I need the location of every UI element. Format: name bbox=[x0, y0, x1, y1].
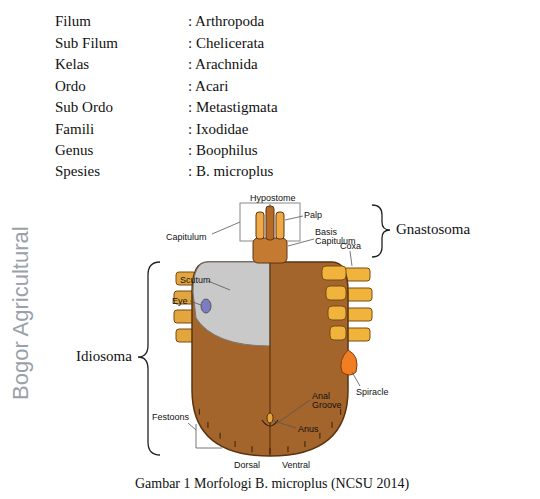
part-label: Festoons bbox=[152, 412, 189, 422]
taxon-rank: Sub Ordo bbox=[55, 99, 113, 116]
taxon-name: : Metastigmata bbox=[188, 99, 278, 116]
part-label: Hypostome bbox=[250, 193, 296, 203]
watermark: Bogor Agricultural bbox=[8, 226, 34, 400]
scutum-plate bbox=[193, 262, 270, 346]
taxon-rank: Spesies bbox=[55, 163, 100, 180]
taxon-rank: Famili bbox=[55, 121, 94, 138]
region-label: Gnastosoma bbox=[396, 221, 470, 238]
festoon-marks bbox=[199, 409, 340, 454]
view-label: Dorsal bbox=[234, 460, 260, 470]
taxon-name: : Acari bbox=[188, 78, 228, 95]
figure-caption: Gambar 1 Morfologi B. microplus (NCSU 20… bbox=[135, 476, 409, 492]
taxon-name: : Arachnida bbox=[188, 56, 258, 73]
part-label: Scutum bbox=[180, 275, 211, 285]
taxon-rank: Kelas bbox=[55, 56, 89, 73]
region-label: Idiosoma bbox=[76, 348, 132, 365]
brace-idiosoma bbox=[138, 262, 160, 455]
taxon-rank: Filum bbox=[55, 13, 91, 30]
taxon-name: : Boophilus bbox=[188, 142, 258, 159]
part-label: Eye bbox=[172, 296, 188, 306]
idiosoma-body bbox=[192, 262, 348, 456]
spiracle-plate bbox=[341, 350, 357, 375]
hypostome bbox=[266, 206, 274, 240]
taxon-name: : Chelicerata bbox=[188, 35, 264, 52]
brace-gnathosoma bbox=[372, 205, 390, 257]
capitulum-frame bbox=[240, 203, 300, 241]
coxa-plates bbox=[322, 266, 346, 340]
taxon-rank: Ordo bbox=[55, 78, 86, 95]
taxon-rank: Genus bbox=[55, 142, 93, 159]
palps bbox=[256, 212, 284, 239]
part-label: Capitulum bbox=[166, 232, 207, 242]
taxon-name: : Arthropoda bbox=[188, 13, 264, 30]
part-label: Palp bbox=[304, 210, 322, 220]
view-label: Ventral bbox=[282, 460, 310, 470]
taxon-name: : Ixodidae bbox=[188, 121, 248, 138]
eye-spot bbox=[201, 299, 211, 313]
anus-mark bbox=[267, 413, 273, 423]
part-label: Spiracle bbox=[356, 387, 389, 397]
midline bbox=[269, 262, 270, 456]
part-label: Anal Groove bbox=[312, 392, 346, 411]
part-label: Anus bbox=[298, 424, 319, 434]
taxon-rank: Sub Filum bbox=[55, 35, 118, 52]
basis-capitulum bbox=[253, 238, 287, 263]
taxon-name: : B. microplus bbox=[188, 163, 273, 180]
part-label: Coxa bbox=[340, 241, 361, 251]
